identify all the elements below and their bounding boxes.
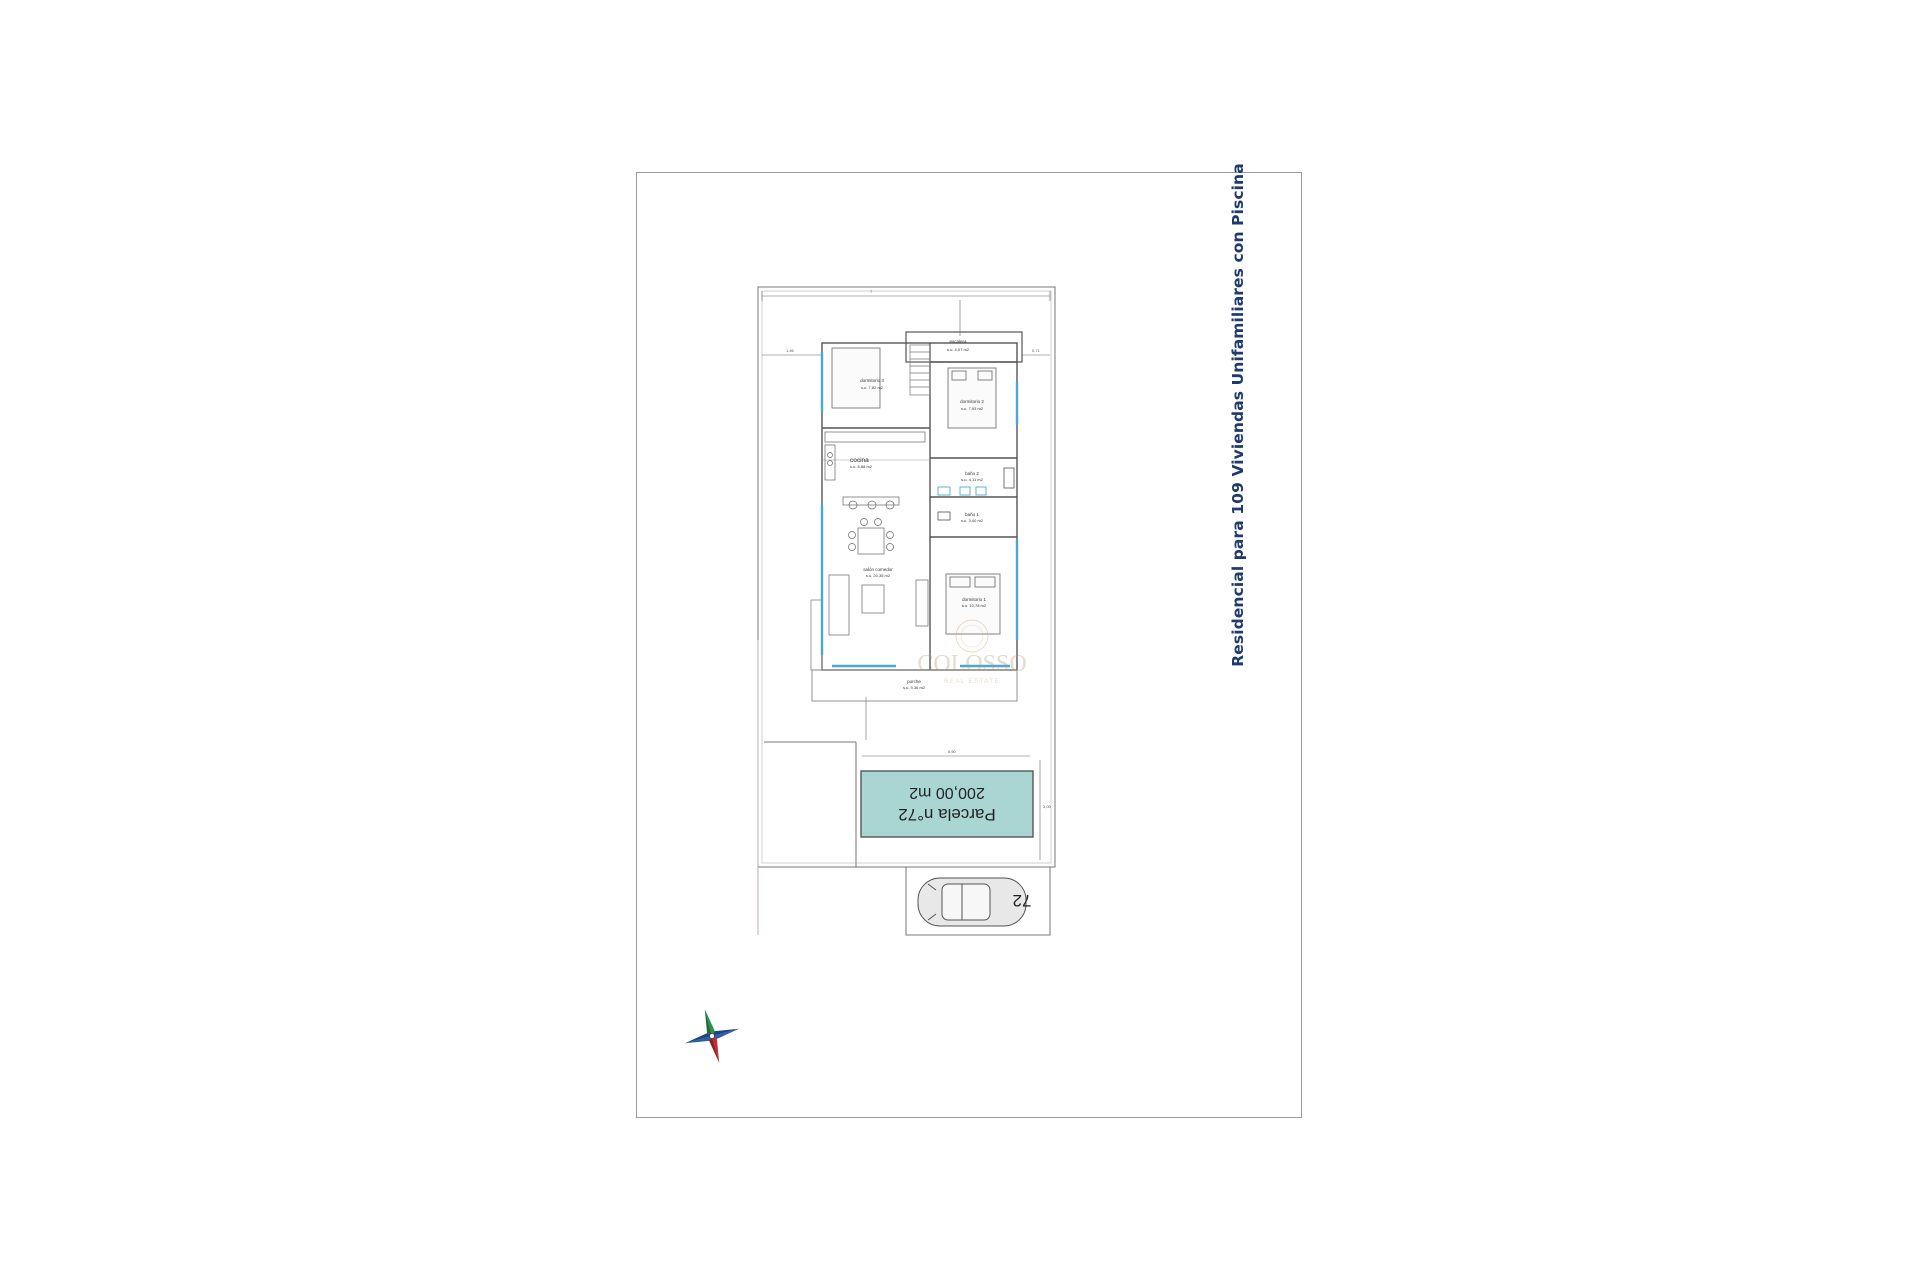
room-area-dormitorio-2: s.u. 7,93 m2	[961, 406, 984, 411]
dimension-lines	[761, 291, 1051, 860]
room-name-dormitorio-3: dormitorio 3	[860, 378, 884, 383]
room-area-dormitorio-1: s.u. 10,78 m2	[962, 603, 987, 608]
bathroom-fixtures	[937, 467, 1015, 521]
dimension-label: 0,71	[1032, 348, 1041, 353]
room-area-escalera: s.u. 4,07 m2	[947, 347, 970, 352]
room-name-bano-2: baño 2	[965, 471, 979, 476]
bed-dormitorio-1	[945, 573, 1001, 635]
room-area-bano-2: s.u. 4,11 m2	[961, 477, 983, 482]
dimension-label: 7	[870, 289, 873, 294]
pool: Parcela n°72 200,00 m2	[860, 770, 1034, 838]
house-walls	[810, 331, 1023, 702]
pool-label-line1: Parcela n°72	[898, 805, 996, 824]
stairs	[909, 344, 931, 396]
room-name-escalera: escalera	[949, 339, 967, 344]
room-name-porche: porche	[907, 679, 921, 684]
compass-rose-icon	[684, 1008, 740, 1064]
watermark-sub: REAL ESTATE	[944, 679, 1000, 685]
colosso-watermark: COLOSSO REAL ESTATE	[917, 619, 1027, 685]
room-area-bano-1: s.u. 3,40 m2	[961, 518, 984, 523]
kitchen-fixtures	[824, 431, 926, 510]
dimension-label: 6,50	[948, 749, 957, 754]
room-name-dormitorio-1: dormitorio 1	[962, 597, 986, 602]
car-icon	[917, 877, 1027, 927]
sofa	[828, 574, 929, 636]
dining-table	[848, 518, 894, 555]
bed-dormitorio-3	[831, 347, 881, 409]
room-name-salon-comedor: salón comedor	[863, 567, 893, 572]
room-name-cocina: cocina	[850, 457, 869, 464]
pool-label-line2: 200,00 m2	[909, 784, 985, 801]
room-name-bano-1: baño 1	[965, 512, 979, 517]
room-name-dormitorio-2: dormitorio 2	[960, 399, 984, 404]
room-area-cocina: s.u. 6,88 m2	[850, 464, 873, 469]
glazing	[820, 352, 1019, 668]
watermark-name: COLOSSO	[917, 651, 1026, 677]
parking-number: 72	[1013, 891, 1032, 910]
dimension-label: 3,00	[1043, 804, 1052, 809]
bed-dormitorio-2	[947, 367, 997, 429]
room-area-porche: s.u. 9,36 m2	[903, 685, 926, 690]
drawing-sheet	[636, 172, 1302, 1118]
dimension-label: 1,46	[786, 348, 795, 353]
room-area-salon-comedor: s.u. 20,35 m2	[866, 573, 891, 578]
room-area-dormitorio-3: s.u. 7,82 m2	[861, 385, 884, 390]
parking-space: 72	[905, 866, 1051, 936]
plot-boundary	[757, 286, 1056, 935]
